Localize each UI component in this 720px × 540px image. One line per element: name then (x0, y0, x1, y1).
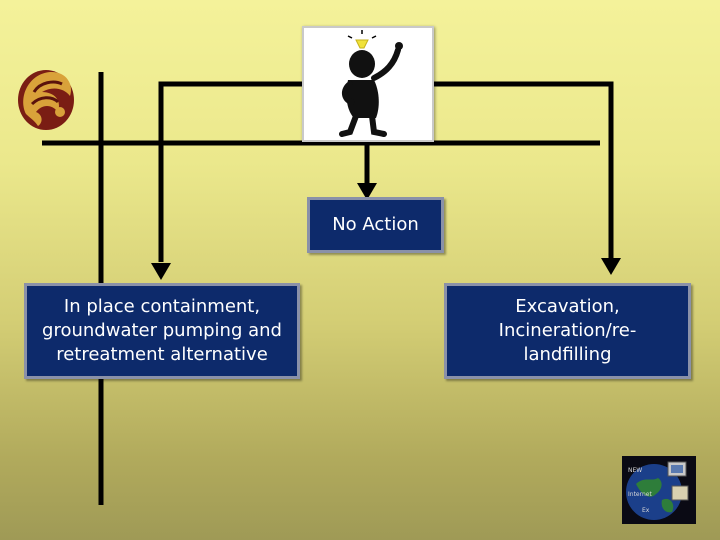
badge-text-new: NEW (628, 467, 642, 474)
globe-computer-badge-icon: NEW Internet Ex (626, 461, 689, 520)
containment-alternative-box: In place containment, groundwater pumpin… (24, 283, 300, 379)
university-pegasus-logo-icon (18, 70, 74, 130)
right-branch-arrowhead (601, 258, 621, 275)
center-branch-arrowhead (357, 183, 377, 200)
globe-computer-badge: NEW Internet Ex (622, 456, 696, 524)
excavation-alternative-box: Excavation, Incineration/re-landfilling (444, 283, 691, 379)
thinking-person-lightbulb-icon (339, 30, 403, 137)
badge-text-ex: Ex (642, 507, 650, 514)
badge-text-internet: Internet (628, 491, 652, 498)
no-action-box: No Action (307, 197, 444, 253)
left-branch-line (158, 81, 304, 262)
left-branch-arrowhead (151, 263, 171, 280)
right-branch-line (434, 81, 614, 258)
thinking-person-image (302, 26, 434, 142)
